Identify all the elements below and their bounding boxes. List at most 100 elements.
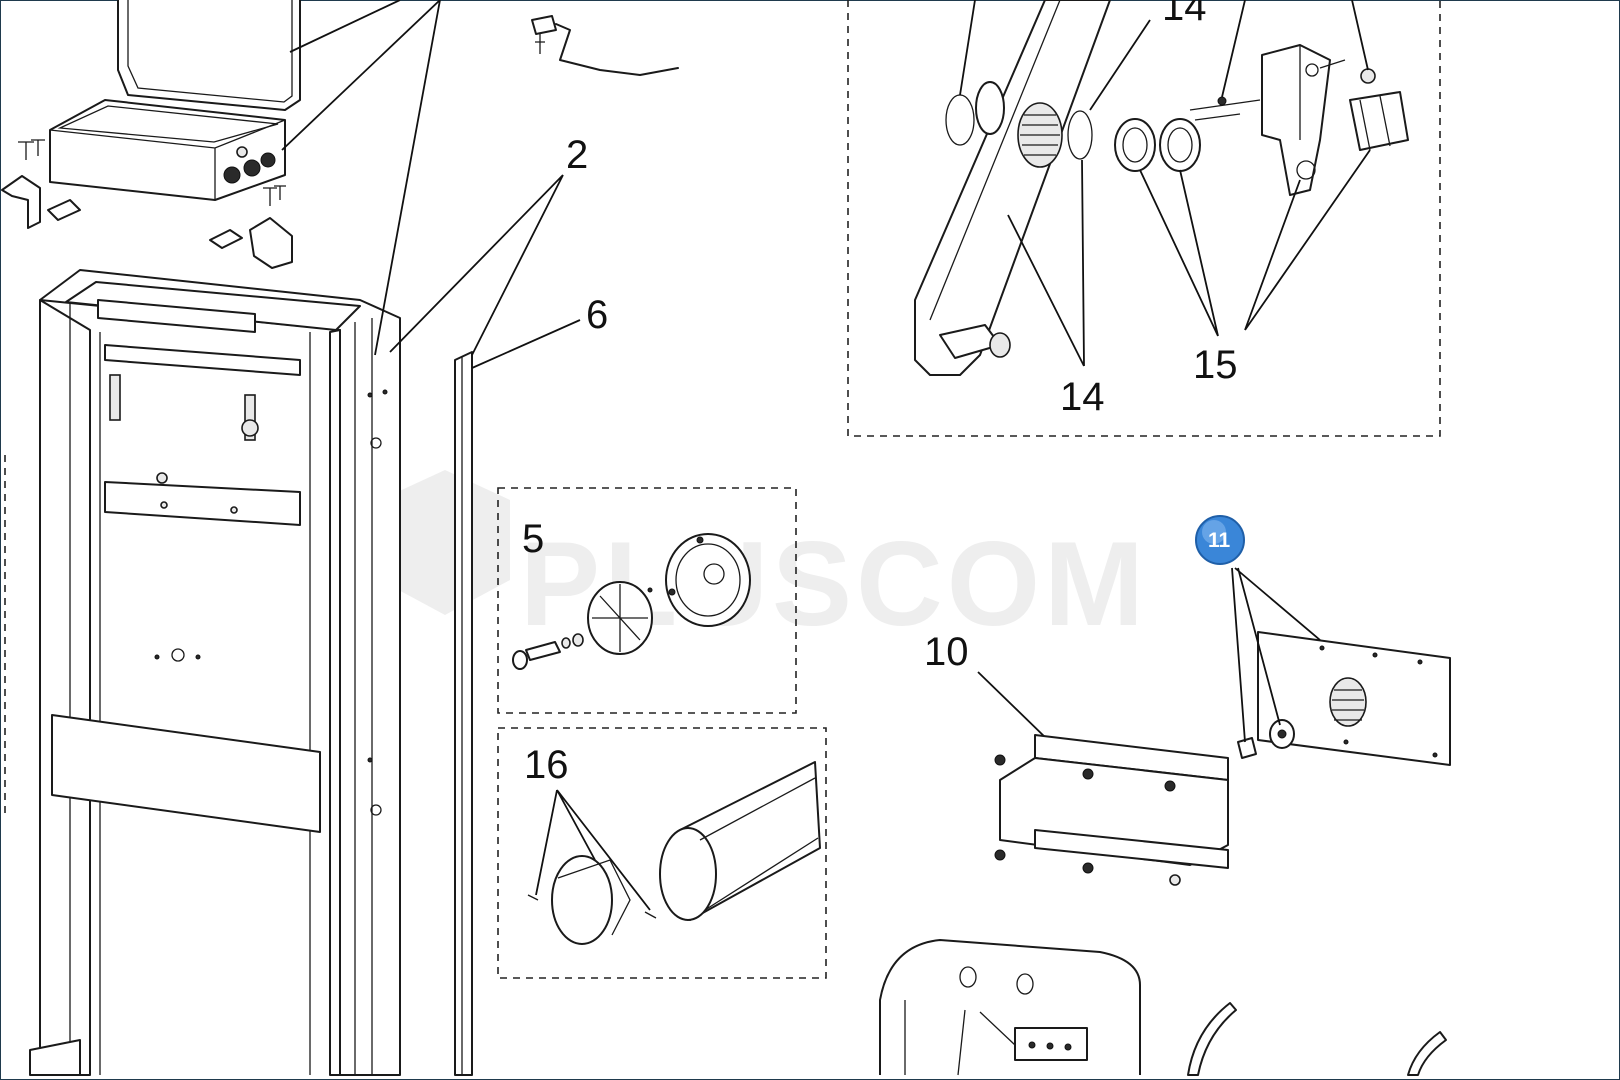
cabinet-right-post: [329, 329, 341, 1076]
circlip-ring-14: [1067, 110, 1093, 160]
cabinet-middle-rail: [104, 481, 301, 526]
part-10-channel-bracket: 10: [924, 630, 1229, 886]
cabinet-top-plate: [97, 299, 256, 333]
sensor-head: [531, 15, 557, 35]
screw-icon: [994, 754, 1006, 766]
profile-strip: [454, 351, 473, 1076]
cabinet-column: [29, 0, 441, 1076]
pin-icon: [1189, 99, 1261, 121]
mounting-bracket-left: [1, 175, 41, 229]
tube-grooves: [699, 777, 819, 911]
mounting-clip-right: [209, 229, 243, 249]
callout-11: 11: [1208, 529, 1231, 552]
pulley-screw-icon: [668, 588, 676, 596]
swing-arm: [914, 0, 1111, 376]
limit-bracket-edge: [1299, 45, 1346, 140]
cover-segment: [1407, 1031, 1447, 1076]
pin-leader: [1221, 0, 1246, 98]
arm-hub: [975, 81, 1005, 135]
callout-14-bottom: 14: [1060, 375, 1105, 419]
limit-switch-edges: [1359, 95, 1391, 151]
profile-strip-part: [454, 351, 473, 1076]
arm-pivot-end: [989, 332, 1011, 358]
bolt-icon: [109, 374, 121, 421]
screw-icon: [1169, 874, 1181, 886]
channel-bottom-flange: [1034, 829, 1229, 869]
callout-6-leader: [471, 319, 581, 369]
hole-icon: [171, 648, 185, 662]
tube-end-cap-rim: [557, 859, 631, 936]
pulley-housing: [665, 533, 751, 627]
terminal-screw-icon: [1046, 1042, 1054, 1050]
callout-6: 6: [586, 293, 608, 337]
hole-icon: [1372, 652, 1378, 658]
cabinet-front-band: [51, 714, 321, 833]
screw-icon: [1082, 862, 1094, 874]
watermark-logo-icon: [380, 470, 510, 615]
pulley-shaft: [525, 641, 561, 661]
control-box-lid: [117, 0, 301, 111]
callout-11-leader: [1231, 567, 1321, 743]
pulley-screw-icon: [696, 536, 704, 544]
screw-icon: [263, 185, 286, 206]
group-16-tube-assembly: 16: [497, 727, 827, 979]
cabinet-leader: [374, 0, 441, 356]
cable-gland-1: [223, 166, 241, 184]
screw-icon: [994, 849, 1006, 861]
control-box-base-edges: [49, 119, 286, 200]
callout-14-top: 14: [1162, 0, 1207, 29]
ring-leader: [959, 0, 976, 96]
plate-bearing-teeth: [1332, 689, 1364, 721]
pulley-hub: [703, 563, 725, 585]
washer-icon: [561, 637, 571, 649]
circlip-ring: [945, 94, 975, 146]
hole-icon: [1417, 659, 1423, 665]
hole-icon: [367, 757, 373, 763]
swing-arm-edge: [929, 0, 1061, 321]
washer-icon: [241, 419, 259, 437]
callout-15-leader: [1139, 149, 1371, 337]
callout-11-badge-highlight: [1202, 520, 1226, 544]
callout-15: 15: [1193, 343, 1238, 387]
screw-icon: [18, 141, 34, 160]
cabinet-side-panel: [39, 269, 401, 1076]
sensor-screw-icon: [535, 34, 545, 54]
terminal-screw-icon: [1028, 1041, 1036, 1049]
arm-bearing-teeth: [1020, 114, 1060, 156]
hole-icon: [1319, 645, 1325, 651]
callout-14-bottom-leader: [1007, 159, 1085, 367]
nut-icon: [1360, 68, 1376, 84]
control-box-base: [49, 99, 286, 201]
pin-head-icon: [1217, 96, 1227, 106]
control-box-leader-2: [281, 0, 441, 151]
callout-2: 2: [566, 133, 588, 177]
washer-icon: [572, 633, 584, 647]
housing-hole: [1016, 973, 1034, 995]
hole-icon: [1305, 63, 1319, 77]
bearing-15-a-inner: [1122, 127, 1148, 163]
bearing-15-b: [1159, 118, 1201, 172]
housing-wires: [904, 1000, 1016, 1076]
hole-icon: [1296, 160, 1316, 180]
cable-gland-2: [243, 159, 261, 177]
callout-10: 10: [924, 630, 969, 674]
group-5-pulley-assembly: 5: [497, 487, 797, 714]
cover-segment: [1187, 1002, 1237, 1076]
callout-16: 16: [524, 743, 569, 787]
group-5-border: [497, 487, 797, 714]
bearing-15-a: [1114, 118, 1156, 172]
nut-icon: [156, 472, 168, 484]
screw-icon: [527, 894, 657, 919]
pulley-housing-inner: [675, 543, 741, 617]
cable-gland-4: [236, 146, 248, 158]
hole-icon: [1343, 739, 1349, 745]
bolt-icon: [244, 394, 256, 441]
terminal-screw-icon: [1064, 1043, 1072, 1051]
tube-end-opening: [659, 827, 717, 921]
cabinet-left-post: [39, 299, 91, 1076]
hole-icon: [195, 654, 201, 660]
mounting-bracket-right: [249, 217, 293, 269]
cabinet-upper-rail: [104, 344, 301, 376]
group-14-15-arm-assembly: 14 14 15: [847, 0, 1441, 437]
callout-2-leader: [389, 174, 564, 356]
